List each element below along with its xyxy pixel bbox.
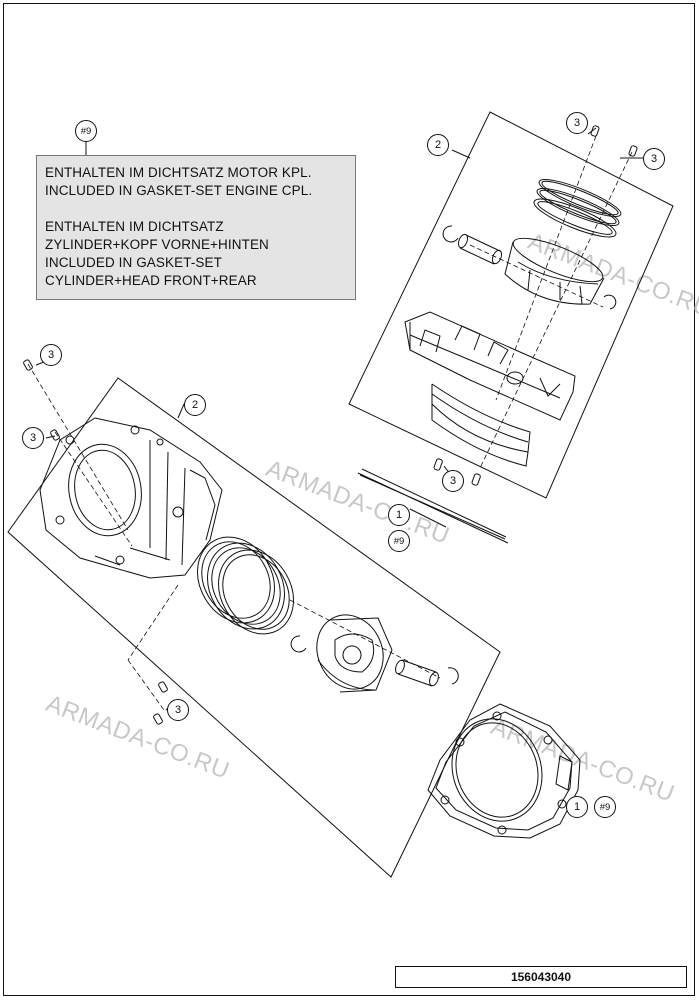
top-gasket-leader	[409, 508, 447, 528]
callout-left-group: 2	[184, 394, 206, 416]
callout-top-stud-upper: 3	[566, 112, 588, 134]
callout-base-gasket: 1	[566, 796, 588, 818]
left-piston-pin	[395, 659, 439, 687]
stud-top-1	[590, 125, 600, 137]
callout-base-gasket-ref: #9	[594, 796, 616, 818]
base-gasket	[427, 703, 581, 839]
top-cylinder	[404, 311, 576, 467]
left-stud-mid-leader	[45, 435, 56, 439]
note-callout: #9	[75, 120, 97, 142]
note-line: INCLUDED IN GASKET-SET ENGINE CPL.	[45, 183, 313, 198]
left-cylinder	[39, 417, 223, 579]
top-group-leader	[451, 149, 471, 159]
callout-left-stud-mid: 3	[22, 427, 44, 449]
left-group-frame	[7, 377, 501, 878]
stud-top-2	[628, 145, 638, 157]
left-circlip-1	[290, 635, 307, 653]
gasket-set-note: ENTHALTEN IM DICHTSATZ MOTOR KPL. INCLUD…	[36, 155, 356, 300]
part-number: 156043040	[510, 970, 572, 984]
note-line: ENTHALTEN IM DICHTSATZ	[45, 219, 224, 234]
callout-top-stud-right: 3	[643, 148, 665, 170]
note-line: INCLUDED IN GASKET-SET	[45, 255, 222, 270]
left-piston	[316, 614, 393, 693]
callout-top-gasket-ref: #9	[388, 530, 410, 552]
note-line: CYLINDER+HEAD FRONT+REAR	[45, 273, 257, 288]
drawing-frame	[3, 3, 695, 996]
callout-top-group: 2	[427, 134, 449, 156]
note-line: ENTHALTEN IM DICHTSATZ MOTOR KPL.	[45, 165, 312, 180]
callout-left-dowel: 3	[167, 699, 189, 721]
note-line: ZYLINDER+KOPF VORNE+HINTEN	[45, 237, 269, 252]
callout-top-stud-lower: 3	[442, 470, 464, 492]
top-piston-pin	[457, 233, 503, 265]
left-piston-rings	[197, 536, 294, 635]
stud-left-1	[23, 359, 33, 371]
callout-left-stud-upper: 3	[40, 344, 62, 366]
left-group-leader	[177, 403, 185, 419]
callout-top-gasket: 1	[388, 504, 410, 526]
dowel-left-1	[158, 681, 168, 693]
top-piston	[504, 237, 605, 305]
top-circlip-right	[603, 294, 617, 310]
left-circlip-2	[447, 667, 459, 685]
stud-left-2	[50, 429, 60, 441]
stud-top-4	[471, 473, 481, 486]
top-head-gasket	[357, 468, 509, 544]
top-circlip-left	[442, 225, 459, 243]
top-group-frame	[348, 111, 674, 499]
stud-top-3	[433, 458, 443, 471]
part-number-box: 156043040	[395, 966, 687, 988]
dowel-left-2	[153, 713, 163, 725]
top-assembly-axis	[469, 135, 633, 469]
top-piston-rings	[533, 179, 622, 238]
